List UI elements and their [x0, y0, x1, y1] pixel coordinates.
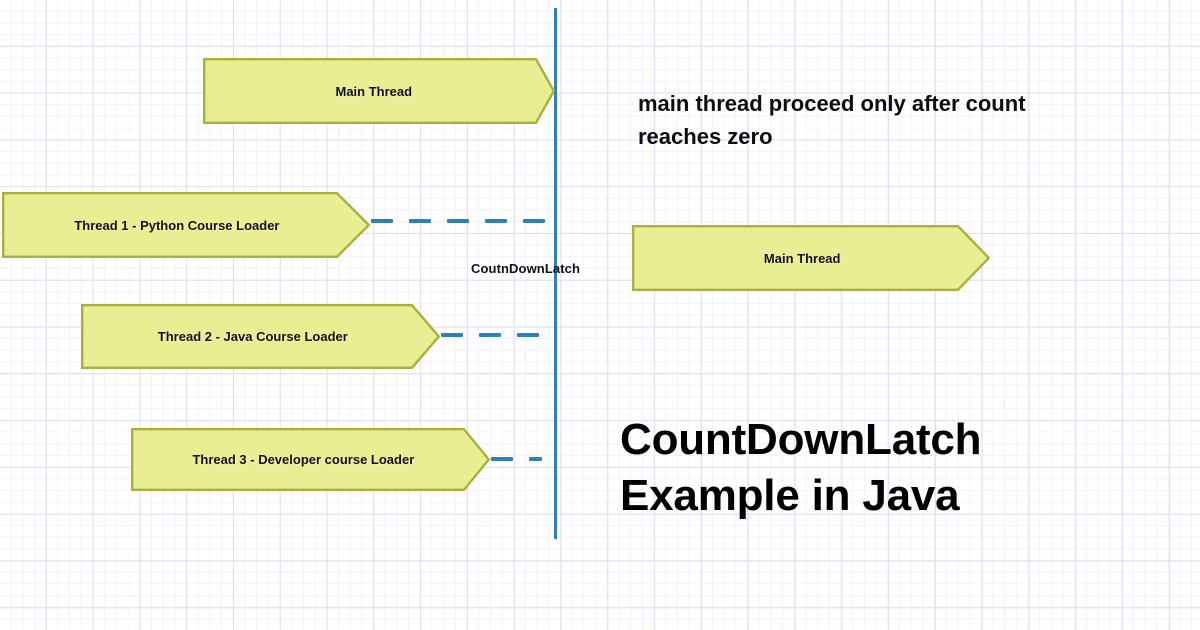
page-title-line-1: CountDownLatch	[620, 415, 982, 464]
dash-thread-3	[491, 457, 542, 461]
arrow-label-thread-1: Thread 1 - Python Course Loader	[74, 217, 280, 233]
arrow-label-main-thread-right: Main Thread	[763, 250, 841, 266]
countdownlatch-barrier-line	[554, 8, 557, 539]
arrow-shape-thread-1	[2, 192, 370, 258]
arrow-thread-2: Thread 2 - Java Course Loader	[81, 304, 440, 369]
note-line-1: main thread proceed only after count	[638, 91, 1026, 116]
arrow-label-thread-2: Thread 2 - Java Course Loader	[157, 329, 348, 344]
dash-segment	[523, 219, 545, 223]
arrow-label-main-thread-left: Main Thread	[335, 83, 413, 99]
dash-thread-2	[441, 333, 540, 337]
page-title: CountDownLatch Example in Java	[620, 412, 982, 524]
dash-segment	[447, 219, 469, 223]
arrow-thread-1: Thread 1 - Python Course Loader	[2, 192, 370, 258]
arrow-shape-main-thread-right	[632, 225, 990, 291]
arrow-main-thread-left: Main Thread	[203, 58, 555, 124]
page-title-line-2: Example in Java	[620, 471, 960, 520]
arrow-shape-thread-2	[81, 304, 440, 369]
dash-segment	[371, 219, 393, 223]
dash-thread-1	[371, 219, 556, 223]
arrow-shape-main-thread-left	[203, 58, 555, 124]
dash-segment	[491, 457, 513, 461]
arrow-thread-3: Thread 3 - Developer course Loader	[131, 428, 490, 491]
note-main-thread-proceed: main thread proceed only after count rea…	[638, 87, 1068, 153]
dash-segment	[485, 219, 507, 223]
dash-segment	[529, 457, 542, 461]
dash-segment	[441, 333, 463, 337]
countdownlatch-label: CoutnDownLatch	[471, 261, 580, 276]
dash-segment	[409, 219, 431, 223]
dash-segment	[479, 333, 501, 337]
arrow-main-thread-right: Main Thread	[632, 225, 990, 291]
arrow-label-thread-3: Thread 3 - Developer course Loader	[192, 452, 415, 467]
note-line-2: reaches zero	[638, 124, 773, 149]
arrow-shape-thread-3	[131, 428, 490, 491]
dash-segment	[517, 333, 539, 337]
